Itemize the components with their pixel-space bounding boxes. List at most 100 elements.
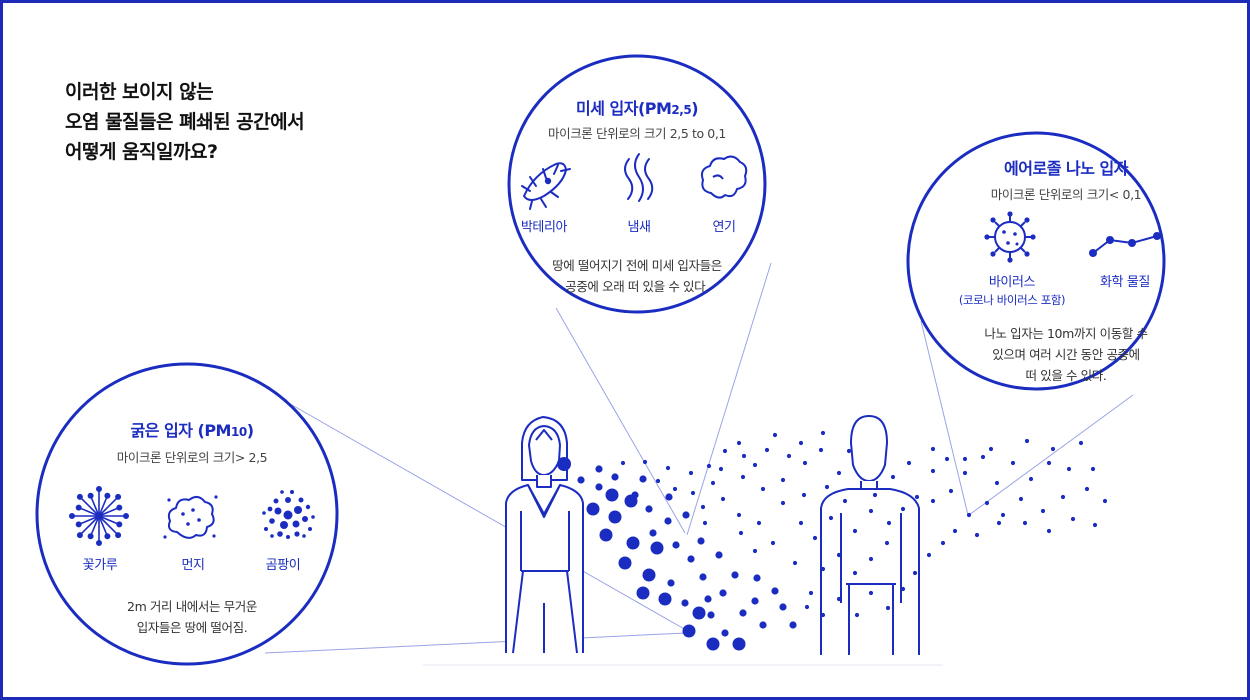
chemical-icon xyxy=(1089,232,1161,257)
pollen-tip xyxy=(104,533,111,540)
woman-neck xyxy=(536,475,552,488)
nano-particle xyxy=(1078,440,1084,446)
mold-spore xyxy=(292,520,300,528)
coarse-particle xyxy=(682,624,696,638)
nano-particle xyxy=(948,488,954,494)
fine-particle xyxy=(649,529,657,537)
virus-icon xyxy=(984,211,1036,263)
fine-item-bacteria-label: 박테리아 xyxy=(520,220,568,235)
nano-item-virus-note: (코로나 바이러스 포함) xyxy=(958,293,1066,307)
coarse-size: 마이크론 단위로의 크기> 2,5 xyxy=(116,450,268,465)
nano-particle xyxy=(966,512,972,518)
mold-spore xyxy=(283,510,293,520)
man-torso xyxy=(820,488,920,655)
nano-particle xyxy=(792,560,798,566)
mold-spore xyxy=(290,490,294,494)
coarse-particle xyxy=(732,637,746,651)
nano-particle xyxy=(930,446,936,452)
dust-icon xyxy=(163,495,218,539)
nano-particle xyxy=(1050,446,1056,452)
nano-particle xyxy=(1084,486,1090,492)
nano-particle xyxy=(886,520,892,526)
nano-particle xyxy=(1090,466,1096,472)
nano-particle xyxy=(1066,466,1072,472)
nano-particle xyxy=(1000,512,1006,518)
nano-particle xyxy=(756,520,762,526)
nano-particle xyxy=(688,470,694,476)
man-neck xyxy=(860,481,878,490)
nano-particle xyxy=(842,498,848,504)
nano-particle xyxy=(1092,522,1098,528)
headline: 이러한 보이지 않는 오염 물질들은 폐쇄된 공간에서 어떻게 움직일까요? xyxy=(65,77,305,167)
coarse-particle xyxy=(658,592,672,606)
mold-spore xyxy=(274,507,282,515)
nano-particle xyxy=(772,432,778,438)
nano-particle xyxy=(706,463,712,469)
nano-particle xyxy=(741,453,747,459)
pollen-tip xyxy=(115,493,122,500)
mold-spore xyxy=(285,497,291,503)
pollen-tip xyxy=(123,512,130,519)
fine-particle xyxy=(721,629,729,637)
fine-particle xyxy=(753,574,761,582)
fine-particle xyxy=(715,551,723,559)
nano-particle xyxy=(930,468,936,474)
mold-spore xyxy=(280,490,284,494)
nano-particle xyxy=(760,486,766,492)
fine-particle xyxy=(672,541,680,549)
pointer-lines xyxy=(264,262,1134,654)
nano-particle xyxy=(914,494,920,500)
nano-particle xyxy=(996,520,1002,526)
coarse-particle xyxy=(618,556,632,570)
man-figure xyxy=(820,415,920,655)
nano-particle xyxy=(722,448,728,454)
nano-particle xyxy=(1046,528,1052,534)
mold-spore xyxy=(286,535,290,539)
nano-particle xyxy=(818,447,824,453)
nano-particle xyxy=(786,453,792,459)
nano-particle xyxy=(740,474,746,480)
fine-size: 마이크론 단위로의 크기 2,5 to 0,1 xyxy=(548,126,726,141)
fine-particle xyxy=(667,579,675,587)
nano-particle xyxy=(1070,516,1076,522)
fine-particle xyxy=(577,476,585,484)
pollen-tip xyxy=(96,485,103,492)
pollen-ray xyxy=(98,515,118,535)
bacteria-icon xyxy=(521,162,571,210)
nano-particle xyxy=(900,506,906,512)
mold-spore xyxy=(264,527,268,531)
smoke-icon xyxy=(700,155,748,199)
pollen-tip xyxy=(76,532,83,539)
nano-particle xyxy=(872,492,878,498)
mold-spore xyxy=(294,531,300,537)
pollen-tip xyxy=(116,521,123,528)
nano-particle xyxy=(780,477,786,483)
particle-cloud xyxy=(577,430,1108,651)
nano-particle xyxy=(710,480,716,486)
coarse-particle xyxy=(608,510,622,524)
nano-particle xyxy=(718,466,724,472)
nano-particle xyxy=(868,556,874,562)
coarse-particle xyxy=(650,541,664,555)
fine-particle xyxy=(789,621,797,629)
nano-particle xyxy=(868,508,874,514)
nano-particle xyxy=(720,496,726,502)
fine-particle xyxy=(707,611,715,619)
nano-particle xyxy=(812,535,818,541)
pollen-ray xyxy=(98,497,118,517)
nano-particle xyxy=(1040,508,1046,514)
nano-particle xyxy=(736,440,742,446)
nano-particle xyxy=(804,604,810,610)
pollen-ray xyxy=(80,515,100,535)
mold-spore xyxy=(280,521,288,529)
nano-particle xyxy=(642,459,648,465)
fine-particle xyxy=(771,587,779,595)
mold-spore xyxy=(308,527,312,531)
pollen-tip xyxy=(75,504,82,511)
mold-spore xyxy=(277,531,283,537)
nano-particle xyxy=(1022,520,1028,526)
nano-particle xyxy=(900,586,906,592)
coarse-particle xyxy=(642,568,656,582)
nano-particle xyxy=(852,528,858,534)
pollen-icon xyxy=(69,485,130,546)
